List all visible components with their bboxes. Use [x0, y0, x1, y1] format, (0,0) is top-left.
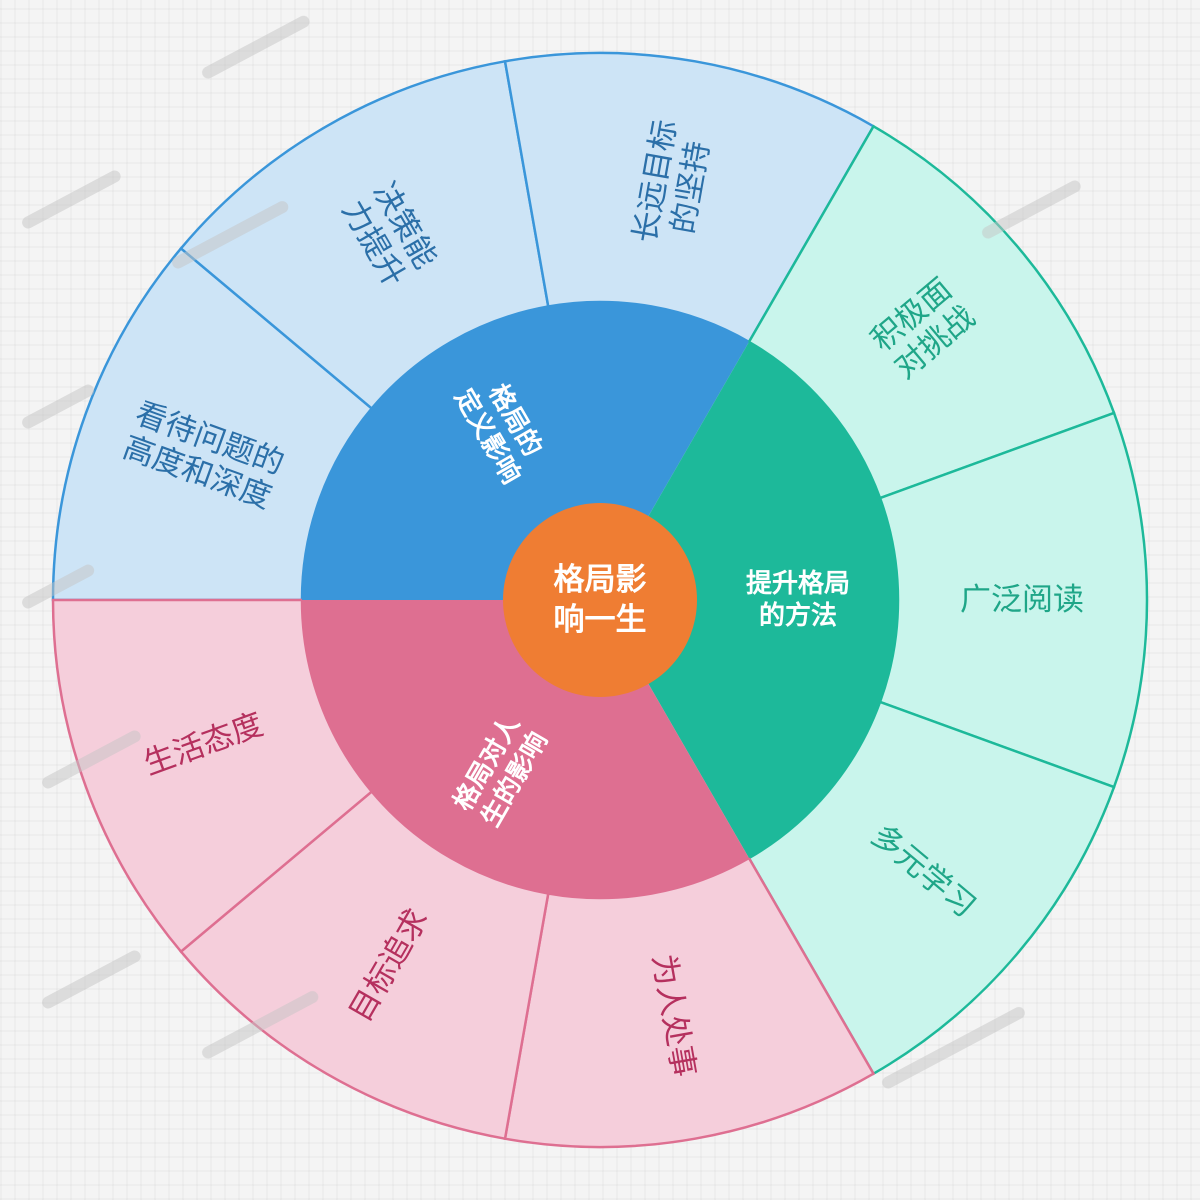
leaf-label-line: 广泛阅读 [960, 582, 1084, 618]
branch-segment[interactable] [302, 600, 749, 898]
branch-label-line: 提升格局 [746, 568, 850, 599]
watermark [22, 15, 1081, 1089]
leaf-label: 广泛阅读 [960, 582, 1084, 618]
branch-segment[interactable] [647, 341, 899, 859]
center-label-line: 格局影 [554, 562, 647, 598]
center-circle[interactable] [503, 503, 697, 697]
branch-label-line: 的方法 [759, 600, 837, 631]
outer-ring: 看待问题的高度和深度决策能力提升长远目标的坚持积极面对挑战广泛阅读多元学习为人处… [51, 51, 1149, 1149]
leaf-label: 长远目标的坚持 [627, 117, 719, 252]
center-label: 格局影响一生 [554, 562, 647, 638]
branch-segment[interactable] [302, 301, 749, 600]
branch-label: 提升格局的方法 [746, 568, 850, 631]
center-label-line: 响一生 [554, 602, 647, 638]
center-node: 格局影响一生 [503, 503, 697, 697]
